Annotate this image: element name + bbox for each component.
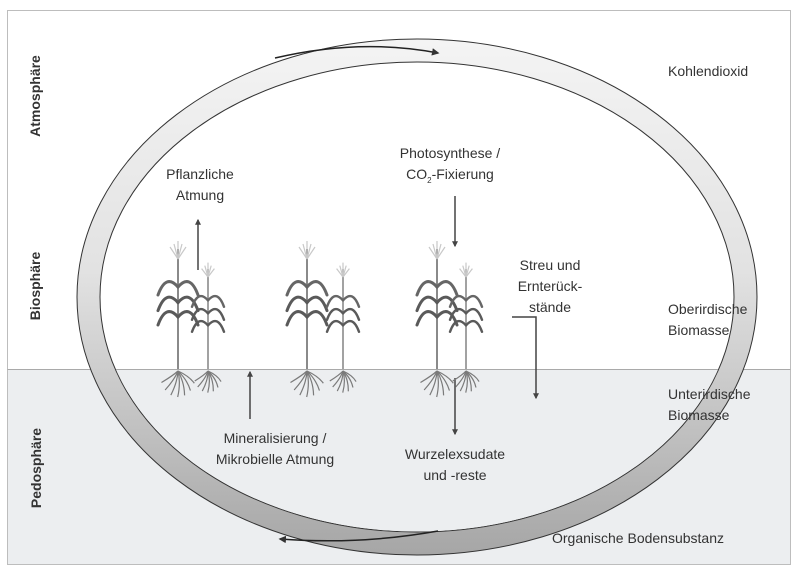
co2-subscript: 2 — [427, 175, 432, 185]
litter-arrow — [512, 316, 539, 400]
process-label-plant-respiration: Pflanzliche Atmung — [150, 164, 250, 206]
co2-text: CO — [406, 166, 428, 182]
maize-plant — [156, 241, 200, 398]
plant-respiration-line1: Pflanzliche — [166, 166, 234, 182]
pool-label-aboveground-line1: Oberirdische — [668, 301, 748, 317]
pool-label-belowground-line1: Unterirdische — [668, 386, 751, 402]
root-exudates-line2: und -reste — [423, 467, 487, 483]
process-label-root-exudates: Wurzelexsudate und -reste — [385, 444, 525, 486]
maize-plant — [448, 262, 484, 393]
litter-line3: stände — [528, 299, 572, 315]
process-label-mineralization: Mineralisierung / Mikrobielle Atmung — [195, 428, 355, 470]
pool-label-co2: Kohlendioxid — [668, 63, 749, 79]
mineralization-line1: Mineralisierung / — [223, 430, 327, 446]
maize-plant — [190, 262, 226, 393]
maize-plant — [415, 241, 459, 398]
pool-label-soil-organic-matter: Organische Bodensubstanz — [552, 530, 724, 546]
sphere-label-biosphere: Biosphäre — [27, 251, 43, 321]
pool-label-aboveground: Oberirdische Biomasse — [668, 299, 747, 341]
sphere-label-atmosphere: Atmosphäre — [27, 55, 43, 137]
process-label-photosynthesis: Photosynthese / CO2-Fixierung — [380, 143, 520, 191]
pool-label-belowground: Unterirdische Biomasse — [668, 384, 750, 426]
pool-label-belowground-line2: Biomasse — [668, 407, 730, 423]
litter-line2: Ernterück- — [517, 278, 583, 294]
litter-line1: Streu und — [519, 257, 581, 273]
cycle-arrow-bottom — [278, 530, 439, 544]
photosynthesis-line2: CO2-Fixierung — [380, 164, 520, 191]
root-exudates-line1: Wurzelexsudate — [404, 446, 506, 462]
plant-respiration-line2: Atmung — [175, 187, 225, 203]
maize-plants — [156, 241, 484, 398]
cycle-arrow-top — [274, 45, 440, 59]
fixation-text: -Fixierung — [431, 166, 494, 182]
photosynthesis-line1: Photosynthese / — [399, 145, 501, 161]
mineralization-line2: Mikrobielle Atmung — [215, 451, 335, 467]
pool-label-aboveground-line2: Biomasse — [668, 322, 730, 338]
process-label-litter: Streu und Ernterück- stände — [510, 255, 590, 318]
sphere-label-pedosphere: Pedosphäre — [28, 427, 44, 509]
maize-plant — [285, 241, 329, 398]
maize-plant — [325, 262, 361, 393]
